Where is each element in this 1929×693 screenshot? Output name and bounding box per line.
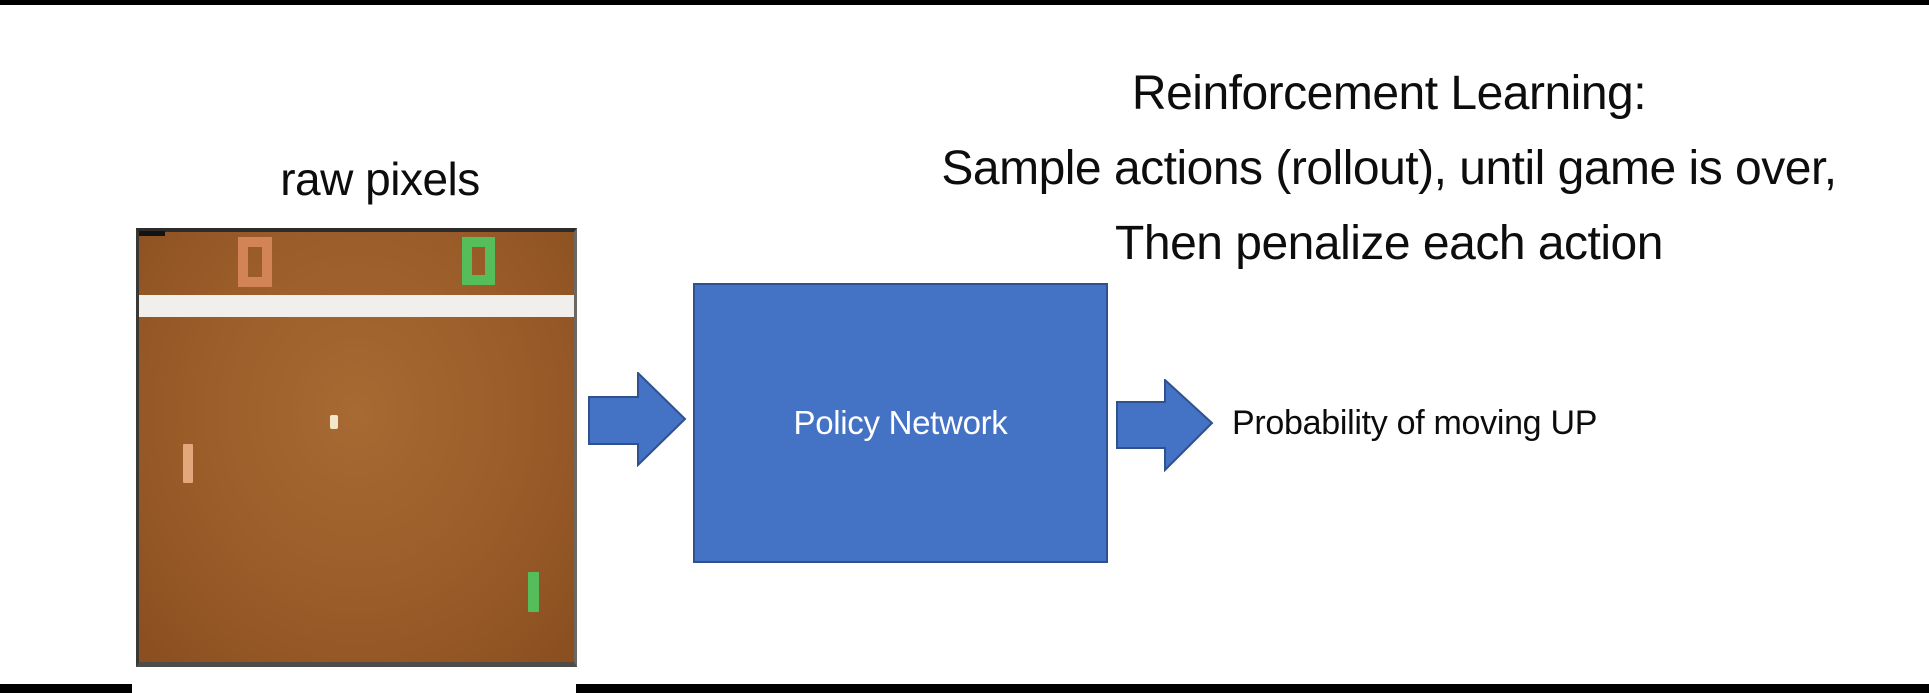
title-line-3: Then penalize each action xyxy=(1115,217,1663,270)
title-line-2: Sample actions (rollout), until game is … xyxy=(941,142,1837,195)
title-line-1: Reinforcement Learning: xyxy=(1131,67,1647,120)
slide-title: Reinforcement Learning: Sample actions (… xyxy=(848,56,1929,281)
output-probability-label: Probability of moving UP xyxy=(1232,404,1598,442)
raw-pixels-caption: raw pixels xyxy=(280,153,480,205)
right-block-arrow-icon xyxy=(1116,379,1214,472)
top-black-bar xyxy=(0,0,1929,5)
bottom-black-bar-right xyxy=(576,684,1929,693)
right-block-arrow-icon xyxy=(588,372,687,467)
top-wall-stripe xyxy=(139,295,574,317)
left-player-score-zero xyxy=(238,237,272,287)
pong-ball xyxy=(330,415,338,429)
pong-game-image xyxy=(136,228,577,667)
policy-network-box: Policy Network xyxy=(693,283,1108,563)
policy-network-label: Policy Network xyxy=(793,404,1008,441)
bottom-black-bar-left xyxy=(0,684,132,693)
screen-notch xyxy=(139,231,165,236)
right-player-score-zero xyxy=(462,237,495,285)
left-paddle xyxy=(183,444,193,483)
right-paddle xyxy=(528,572,539,612)
output-arrow-icon xyxy=(1116,379,1214,472)
input-arrow-icon xyxy=(588,372,687,467)
